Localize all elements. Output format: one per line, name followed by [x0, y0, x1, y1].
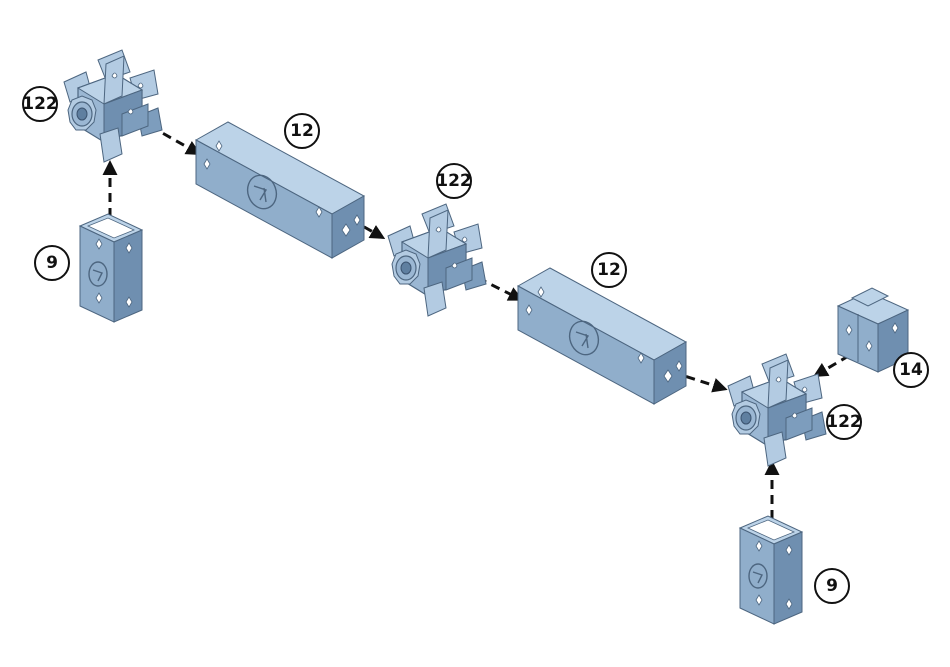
part-cube-bottom	[740, 516, 802, 624]
callout-hub-c: 122	[826, 405, 862, 439]
callout-hub-b: 122	[436, 164, 472, 198]
callout-beam-b: 12	[592, 253, 626, 287]
callout-cube-left: 9	[35, 246, 69, 280]
callout-cube-bottom: 9	[815, 569, 849, 603]
callout-beam-b-label: 12	[597, 260, 621, 280]
part-beam-a	[196, 122, 364, 258]
part-cube-left	[80, 214, 142, 322]
callout-connector-right-label: 14	[899, 360, 923, 380]
callout-hub-a-label: 122	[22, 94, 58, 114]
callout-beam-a-label: 12	[290, 121, 314, 141]
callout-hub-b-label: 122	[436, 171, 472, 191]
part-hub-a	[64, 50, 162, 162]
part-beam-b	[518, 268, 686, 404]
callout-beam-a: 12	[285, 114, 319, 148]
callout-connector-right: 14	[894, 353, 928, 387]
callout-cube-bottom-label: 9	[826, 576, 838, 596]
callout-hub-c-label: 122	[826, 412, 862, 432]
part-hub-b	[388, 204, 486, 316]
callout-hub-a: 122	[22, 87, 58, 121]
callout-cube-left-label: 9	[46, 253, 58, 273]
part-hub-c	[728, 354, 826, 466]
